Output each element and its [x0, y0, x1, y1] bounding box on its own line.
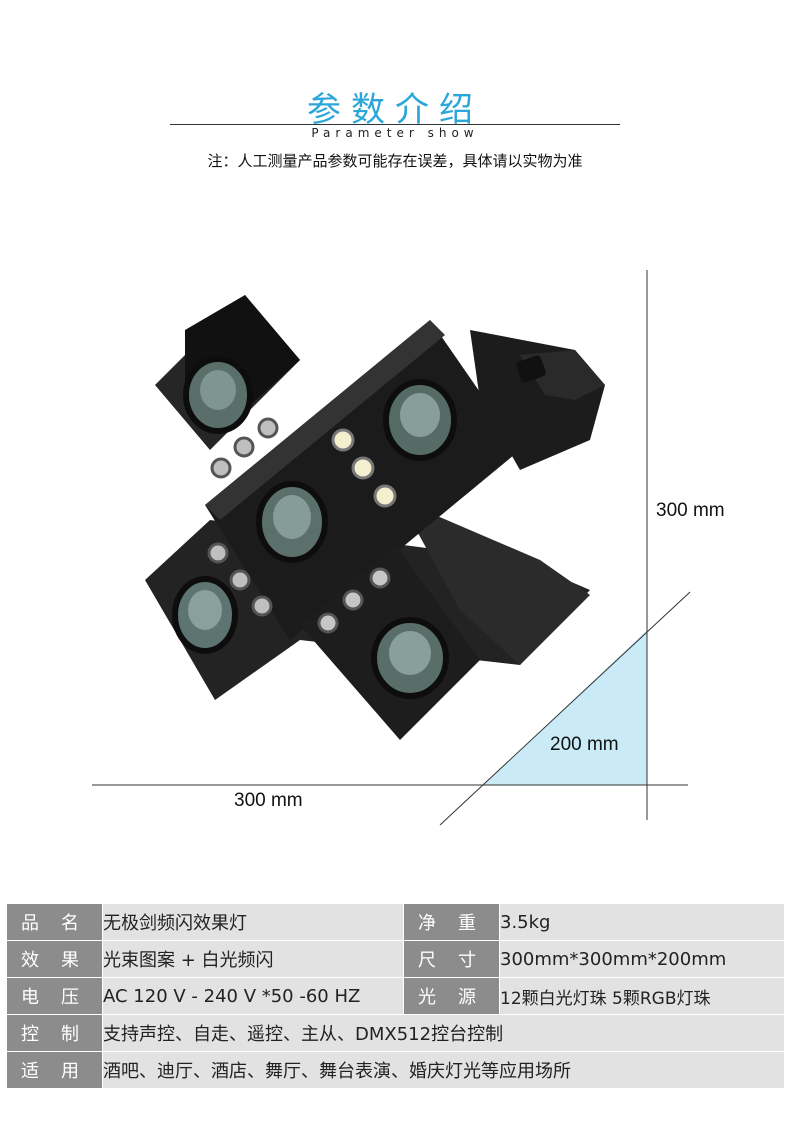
measurement-note: 注：人工测量产品参数可能存在误差，具体请以实物为准: [207, 152, 583, 170]
page-title: 参数介绍: [307, 90, 483, 130]
title-divider: [170, 124, 620, 125]
fixture-body: [145, 295, 605, 740]
spec-key-weight: 净重: [403, 903, 500, 941]
spec-value-control: 支持声控、自走、遥控、主从、DMX512控台控制: [102, 1014, 785, 1052]
width-dimension-label: 300 mm: [234, 790, 303, 811]
table-row: 效果 光束图案 + 白光频闪 尺寸 300mm*300mm*200mm: [6, 940, 785, 978]
spec-key-light-source: 光源: [403, 977, 500, 1015]
spec-table: 品名 无极剑频闪效果灯 净重 3.5kg 效果 光束图案 + 白光频闪 尺寸 3…: [6, 903, 785, 1089]
depth-dimension-line: [439, 591, 691, 826]
table-row: 适用 酒吧、迪厅、酒店、舞厅、舞台表演、婚庆灯光等应用场所: [6, 1051, 785, 1089]
spec-key-application: 适用: [6, 1051, 103, 1089]
product-illustration: [92, 270, 691, 826]
spec-key-size: 尺寸: [403, 940, 500, 978]
table-row: 控制 支持声控、自走、遥控、主从、DMX512控台控制: [6, 1014, 785, 1052]
spec-value-effect: 光束图案 + 白光频闪: [102, 940, 404, 978]
spec-key-voltage: 电压: [6, 977, 103, 1015]
height-dimension-label: 300 mm: [656, 500, 725, 521]
spec-key-control: 控制: [6, 1014, 103, 1052]
spec-value-light-source: 12颗白光灯珠 5颗RGB灯珠: [499, 977, 785, 1015]
spec-key-effect: 效果: [6, 940, 103, 978]
depth-dimension-label: 200 mm: [550, 734, 619, 755]
spec-value-application: 酒吧、迪厅、酒店、舞厅、舞台表演、婚庆灯光等应用场所: [102, 1051, 785, 1089]
page-subtitle: Parameter show: [311, 126, 479, 140]
spec-value-voltage: AC 120 V - 240 V *50 -60 HZ: [102, 977, 404, 1015]
spec-value-name: 无极剑频闪效果灯: [102, 903, 404, 941]
table-row: 品名 无极剑频闪效果灯 净重 3.5kg: [6, 903, 785, 941]
led-beads: [207, 417, 397, 634]
lens-group: [172, 356, 457, 699]
spec-key-name: 品名: [6, 903, 103, 941]
spec-value-size: 300mm*300mm*200mm: [499, 940, 785, 978]
spec-value-weight: 3.5kg: [499, 903, 785, 941]
table-row: 电压 AC 120 V - 240 V *50 -60 HZ 光源 12颗白光灯…: [6, 977, 785, 1015]
